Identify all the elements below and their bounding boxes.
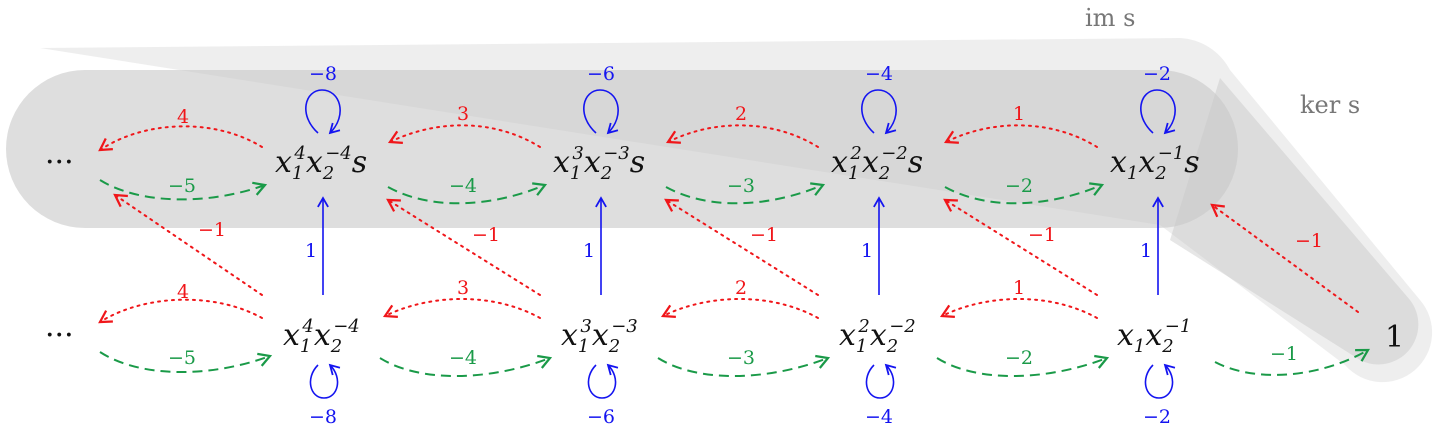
bottom-green-label-4: −1 xyxy=(1270,343,1298,365)
im-s-region xyxy=(6,70,1238,228)
top-red-arrow-3 xyxy=(943,124,1098,148)
diagonal-red-arrow-0 xyxy=(113,193,263,296)
top-ellipsis: ··· xyxy=(45,145,74,180)
bottom-red-label-2: 2 xyxy=(735,277,747,299)
ker-s-label: ker s xyxy=(1300,91,1360,119)
bottom-green-arrow-4 xyxy=(1214,348,1370,376)
unit-node: 1 xyxy=(1385,320,1404,355)
top-loop-label-0: −8 xyxy=(309,63,337,85)
top-red-label-0: 4 xyxy=(177,106,189,128)
bottom-green-arrow-2 xyxy=(657,354,831,377)
diagonal-red-arrow-2 xyxy=(664,198,819,296)
top-loop-label-3: −2 xyxy=(1143,63,1171,85)
top-green-label-0: −5 xyxy=(168,175,196,197)
bottom-node-x1-4: x14x2−4 xyxy=(283,316,360,357)
bottom-green-label-2: −3 xyxy=(727,347,755,369)
top-node-x1-3: x13x2−3s xyxy=(553,143,645,184)
top-green-label-3: −2 xyxy=(1005,175,1033,197)
bottom-node-x1-2: x12x2−2 xyxy=(839,316,916,357)
top-red-arrow-2 xyxy=(665,124,819,148)
diagonal-red-label-4: −1 xyxy=(1295,230,1323,252)
top-red-arrow-1 xyxy=(387,124,541,148)
bottom-node-x1-3: x13x2−3 xyxy=(561,316,638,357)
bottom-loop-arrow-0 xyxy=(309,363,341,399)
top-red-label-3: 1 xyxy=(1013,103,1025,125)
diagonal-red-label-3: −1 xyxy=(1028,224,1056,246)
top-loop-label-2: −4 xyxy=(865,63,893,85)
bottom-loop-label-2: −4 xyxy=(865,406,893,427)
bottom-red-arrow-3 xyxy=(939,298,1098,319)
top-green-label-1: −4 xyxy=(449,175,477,197)
bottom-red-label-0: 4 xyxy=(177,281,189,303)
vertical-label-0: 1 xyxy=(305,240,317,262)
bottom-red-arrow-0 xyxy=(98,298,263,324)
vertical-label-3: 1 xyxy=(1140,240,1152,262)
diagonal-red-arrow-3 xyxy=(943,198,1098,296)
bottom-loop-arrow-2 xyxy=(865,363,897,399)
top-loop-arrow-0 xyxy=(305,89,341,135)
top-green-label-2: −3 xyxy=(727,175,755,197)
bottom-red-label-1: 3 xyxy=(457,277,469,299)
bottom-green-label-1: −4 xyxy=(449,347,477,369)
bottom-red-arrow-2 xyxy=(660,298,819,319)
top-loop-arrow-2 xyxy=(861,89,897,135)
top-red-label-2: 2 xyxy=(735,103,747,125)
top-loop-label-1: −6 xyxy=(587,63,615,85)
bottom-green-arrow-0 xyxy=(99,351,273,373)
top-node-x1-4: x14x2−4s xyxy=(275,143,367,184)
top-loop-arrow-3 xyxy=(1140,89,1176,135)
top-green-arrow-2 xyxy=(665,182,826,205)
bottom-ellipsis: ··· xyxy=(45,318,74,353)
top-green-arrow-1 xyxy=(387,182,548,205)
bottom-green-label-3: −2 xyxy=(1005,347,1033,369)
bottom-loop-label-1: −6 xyxy=(587,406,615,427)
bottom-green-label-0: −5 xyxy=(168,347,196,369)
top-green-arrow-3 xyxy=(944,182,1105,205)
diagonal-red-label-1: −1 xyxy=(472,224,500,246)
top-loop-arrow-1 xyxy=(583,89,619,135)
bottom-loop-arrow-1 xyxy=(587,363,619,399)
diagonal-red-arrow-1 xyxy=(386,198,541,296)
bottom-red-label-3: 1 xyxy=(1013,277,1025,299)
top-node-x1-1: x1x2−1s xyxy=(1110,143,1200,184)
diagonal-red-label-2: −1 xyxy=(750,224,778,246)
bottom-loop-label-0: −8 xyxy=(309,406,337,427)
bottom-loop-label-3: −2 xyxy=(1143,406,1171,427)
top-red-arrow-0 xyxy=(98,125,263,152)
im-s-label: im s xyxy=(1085,4,1135,32)
diagonal-red-label-0: −1 xyxy=(198,219,226,241)
top-green-arrow-0 xyxy=(99,179,268,201)
bottom-green-arrow-3 xyxy=(936,354,1110,377)
diagonal-red-arrow-4 xyxy=(1210,203,1359,313)
vertical-label-2: 1 xyxy=(861,240,873,262)
top-node-x1-2: x12x2−2s xyxy=(831,143,923,184)
bottom-green-arrow-1 xyxy=(379,354,553,377)
bottom-node-x1-1: x1x2−1 xyxy=(1117,316,1191,357)
bottom-loop-arrow-3 xyxy=(1144,363,1176,399)
bottom-red-arrow-1 xyxy=(382,298,541,319)
top-red-label-1: 3 xyxy=(457,103,469,125)
vertical-label-1: 1 xyxy=(583,240,595,262)
